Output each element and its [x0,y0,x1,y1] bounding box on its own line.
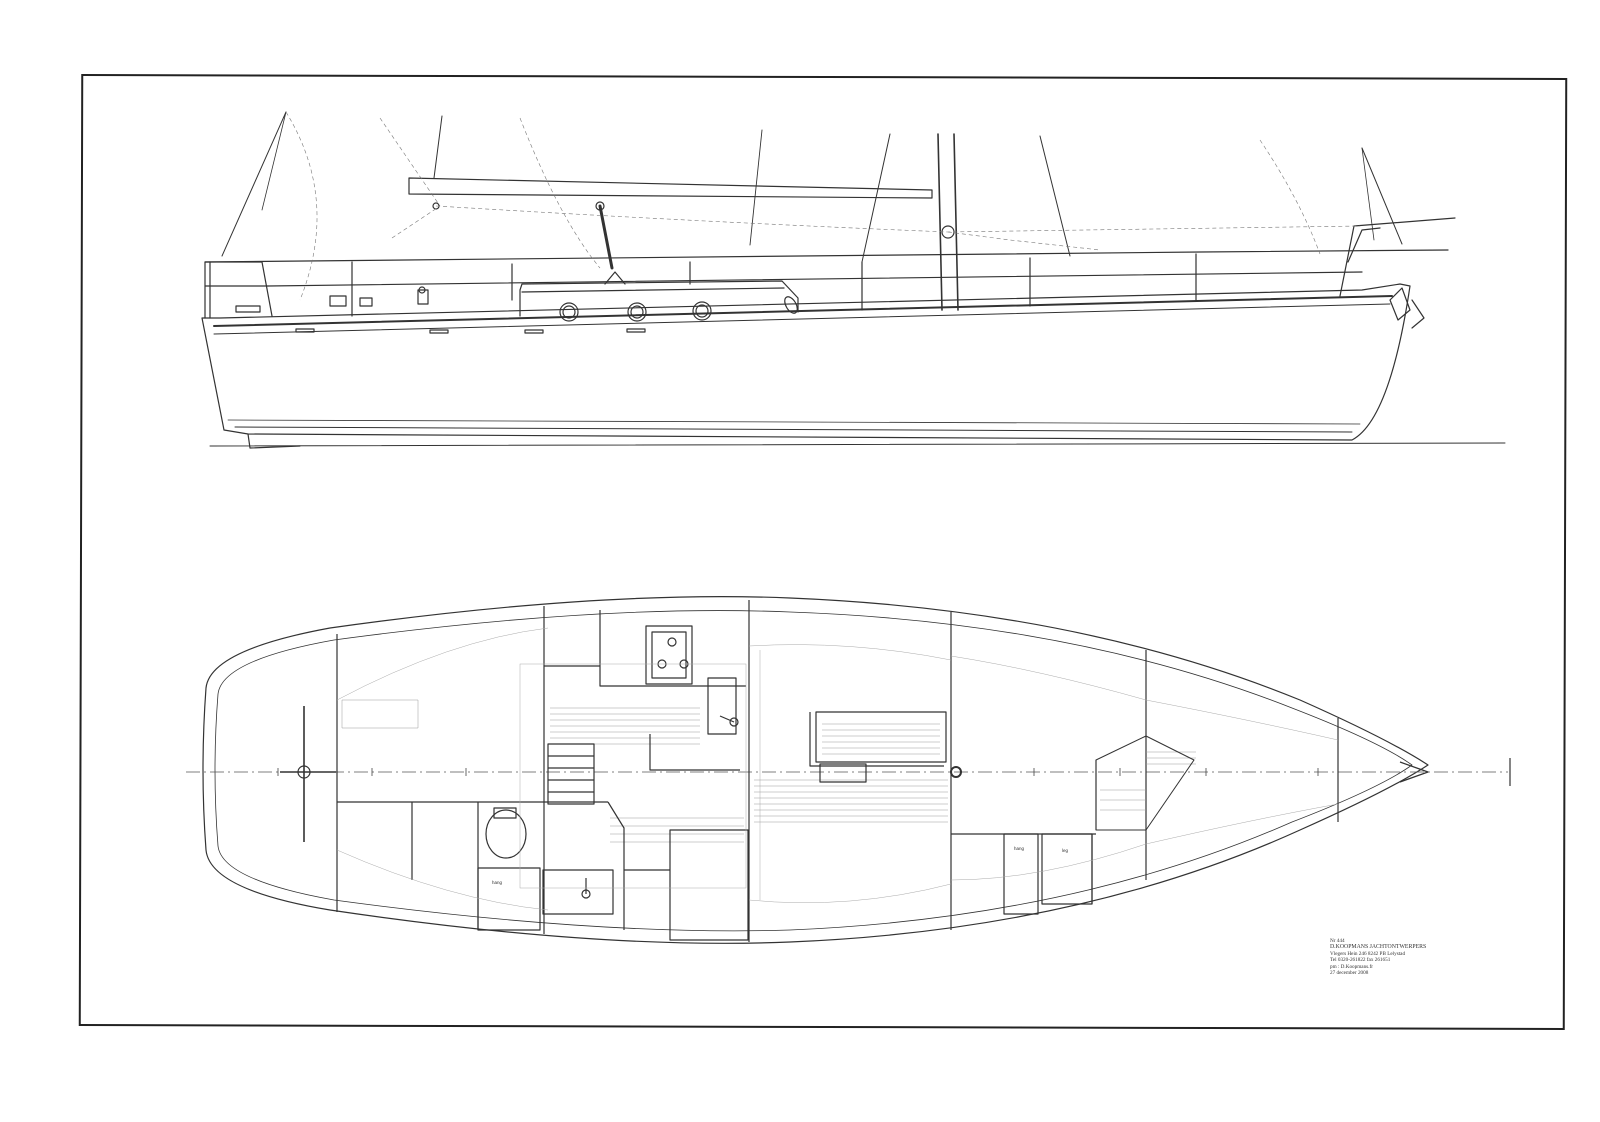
porthole [627,302,647,322]
companionway [547,743,595,805]
drawing-number: Nr 444 [1330,938,1345,944]
mainsail-leech [433,115,443,179]
toilet [485,809,527,859]
title-block: Nr 444 D.KOOPMANS JACHTONTWERPERS Vleger… [1330,938,1530,976]
galley-stove [645,625,693,685]
locker-label-hang-2: hang [1014,846,1025,851]
locker [1003,833,1039,915]
backstay [221,111,287,257]
hull-plan-outline [202,596,1429,944]
waterline [209,442,1506,447]
firm-name: D.KOOPMANS JACHTONTWERPERS [1330,944,1427,951]
v-berth [1095,735,1195,831]
firm-phone: Tel 0320-261822 fax 261651 [1330,957,1391,964]
forestay [1039,135,1071,257]
lifeline-lower [267,271,1363,287]
mast [937,133,943,311]
firm-address: Vlegers Hein 246 8242 PB Lelystad [1330,950,1406,957]
boom [408,177,933,199]
deckhouse [519,280,799,317]
porthole [692,301,712,321]
locker-label-leg: leg [1062,848,1069,853]
mast-step [950,766,962,778]
saloon-table [815,711,947,763]
stern-pulpit [204,261,273,319]
lifeline-upper [204,249,1449,263]
locker [1041,833,1093,905]
locker-label-hang-1: hang [492,880,503,885]
shroud [861,133,891,263]
plan-view [186,596,1511,944]
porthole [559,302,579,322]
galley-sink [707,677,737,735]
firm-email: pm : D.Koopmans.fr [1330,963,1373,970]
drawing-date: 27 december 2008 [1330,970,1369,977]
hull-profile [201,283,1411,441]
